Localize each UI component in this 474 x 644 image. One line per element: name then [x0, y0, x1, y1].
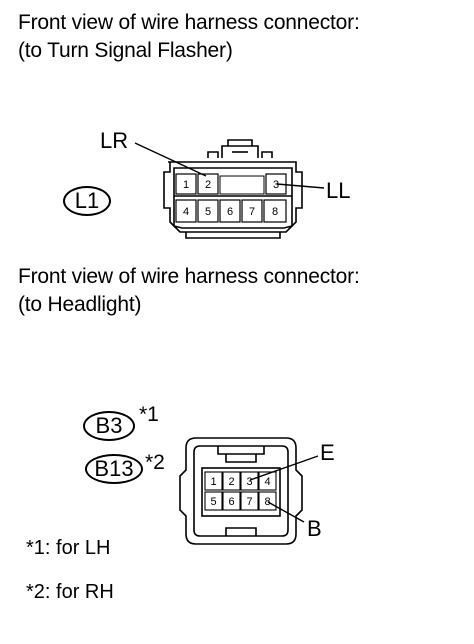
headlight-pin-4: 4: [264, 476, 270, 488]
headlight-pin-5: 5: [210, 496, 216, 508]
headlight-connector-cavities: [204, 471, 277, 511]
flasher-pin-5: 5: [205, 206, 211, 218]
connector-code-b13: B13: [94, 456, 134, 481]
footnote-lh: *1: for LH: [26, 537, 111, 559]
section2-title-line2: (to Headlight): [18, 293, 142, 316]
callout-b: B: [307, 516, 322, 541]
note-ref-1: *1: [139, 403, 159, 426]
flasher-leader-lines: [134, 142, 325, 189]
flasher-connector-cavities: [175, 173, 287, 223]
headlight-leader-lines: [249, 455, 319, 523]
section2-title-line1: Front view of wire harness connector:: [18, 265, 360, 288]
headlight-pin-3: 3: [246, 476, 252, 488]
headlight-pin-2: 2: [228, 476, 234, 488]
connector-code-badge-l1: L1: [63, 186, 111, 216]
flasher-pin-4: 4: [183, 206, 189, 218]
note-ref-2: *2: [145, 451, 165, 474]
flasher-pin-6: 6: [227, 206, 233, 218]
leader-e: [249, 455, 319, 481]
flasher-pin-1: 1: [183, 179, 189, 191]
footnote-rh: *2: for RH: [26, 581, 114, 603]
headlight-pin-labels: 1 2 3 4 5 6 7 8: [210, 476, 270, 508]
connector-code-badge-b13: B13: [85, 454, 143, 484]
leader-ll: [276, 183, 325, 189]
section1-title-line1: Front view of wire harness connector:: [18, 11, 360, 34]
flasher-pin-3: 3: [273, 179, 279, 191]
flasher-pin-2: 2: [205, 179, 211, 191]
headlight-connector-housing: [179, 437, 303, 545]
headlight-pin-7: 7: [246, 496, 252, 508]
callout-ll: LL: [326, 178, 351, 203]
headlight-pin-8: 8: [264, 496, 270, 508]
flasher-pin-7: 7: [249, 206, 255, 218]
callout-e: E: [320, 440, 335, 465]
leader-lr: [134, 142, 207, 177]
connector-code-l1: L1: [74, 188, 100, 213]
headlight-pin-1: 1: [210, 476, 216, 488]
connector-code-badge-b3: B3: [83, 411, 135, 441]
headlight-pin-6: 6: [228, 496, 234, 508]
section1-title-line2: (to Turn Signal Flasher): [18, 39, 233, 62]
callout-lr: LR: [100, 128, 129, 153]
connector-code-b3: B3: [95, 413, 123, 438]
flasher-pin-labels: 1 2 3 4 5 6 7 8: [183, 179, 279, 218]
leader-b: [267, 501, 305, 523]
flasher-connector-housing: [163, 139, 303, 239]
flasher-pin-8: 8: [272, 206, 278, 218]
